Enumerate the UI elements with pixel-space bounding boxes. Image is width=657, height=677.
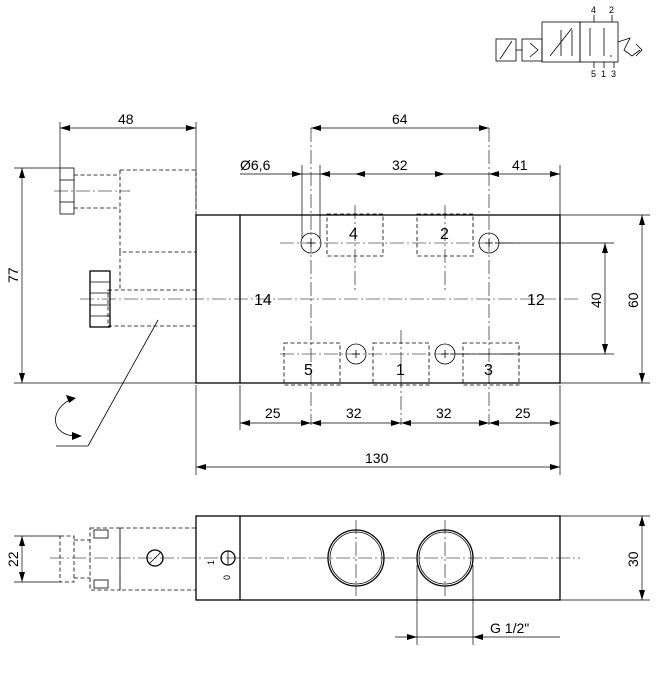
dim-hole-spacing: 64	[392, 111, 408, 127]
dim-inner-height: 40	[588, 292, 604, 308]
dim-total-height: 77	[5, 267, 21, 283]
switch-label-1: 1	[206, 560, 216, 565]
dim-hole-diameter: Ø6,6	[240, 157, 271, 173]
port-label-4: 4	[349, 226, 358, 243]
dim-body-length: 130	[365, 450, 389, 466]
dim-body-height: 60	[625, 292, 641, 308]
switch-label-0: 0	[222, 575, 232, 580]
port-label-3: 3	[484, 362, 493, 379]
symbol-port-5: 5	[591, 69, 596, 79]
dim-end-bottom-right: 25	[515, 405, 531, 421]
screw-icon	[146, 549, 164, 567]
dim-thread: G 1/2"	[490, 620, 529, 636]
symbol-port-2: 2	[609, 5, 614, 15]
side-view: 1 0 22 30 G 1/2"	[5, 515, 650, 645]
port-label-14: 14	[254, 292, 272, 309]
dim-offset-right: 41	[512, 157, 528, 173]
top-view: 4 2 5 1 3 14 12 48 64 Ø6,6 32	[5, 111, 650, 475]
dim-mid-bottom-1: 32	[346, 405, 362, 421]
dim-side-height-right: 30	[625, 551, 641, 567]
rotation-arrow-icon	[55, 397, 77, 437]
symbol-port-3: 3	[611, 69, 616, 79]
port-label-2: 2	[440, 226, 449, 243]
port-label-1: 1	[396, 362, 405, 379]
symbol-port-1: 1	[601, 69, 606, 79]
symbol-port-4: 4	[591, 5, 596, 15]
solenoid-connector-outline	[119, 169, 197, 253]
dim-side-height-left: 22	[5, 551, 21, 567]
dim-port-spacing-top: 32	[392, 157, 408, 173]
dim-mid-bottom-2: 32	[436, 405, 452, 421]
pneumatic-symbol: 4 2 5 1 3	[495, 5, 643, 79]
port-label-12: 12	[527, 292, 545, 309]
dim-solenoid-length: 48	[118, 111, 134, 127]
dim-end-bottom-left: 25	[265, 405, 281, 421]
port-label-5: 5	[304, 362, 313, 379]
